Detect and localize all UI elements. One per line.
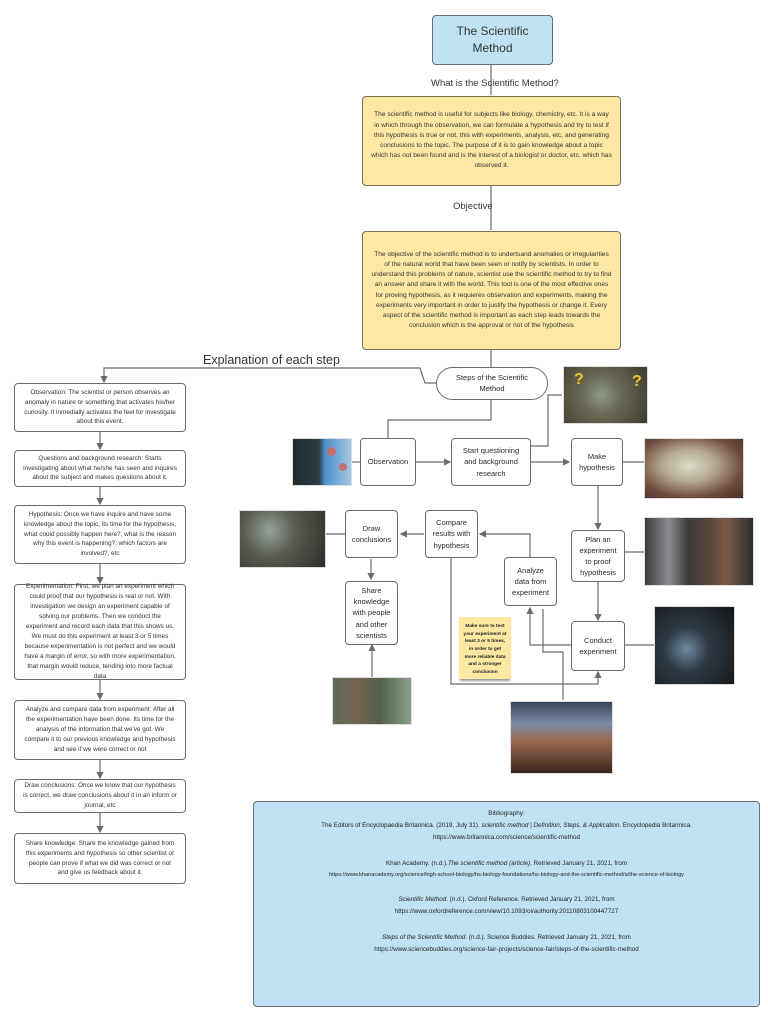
explanation-hypothesis: Hypothesis: Once we have inquire and hav…: [14, 505, 186, 564]
bibliography-entry-4: Steps of the Scientific Method. (n.d.). …: [264, 932, 749, 944]
bibliography-heading: Bibliography:: [488, 810, 525, 817]
share-knowledge-image: [332, 677, 412, 725]
citation-title: scientific method | Definition, Steps, &…: [481, 821, 620, 829]
observation-image: [292, 438, 352, 486]
draw-conclusions-image: [239, 510, 326, 568]
flow-text: Analyze data from experiment: [511, 565, 550, 598]
objective-label: Objective: [453, 201, 493, 212]
citation-title: Steps of the Scientific Method: [382, 934, 466, 942]
citation-text: . (n.d.). Oxford Reference. Retrieved Ja…: [446, 896, 615, 904]
citation-title: The scientific method (article): [447, 859, 531, 867]
explanation-text: Draw conclusions: Once we know that our …: [23, 782, 177, 809]
citation-text: Khan Academy. (n.d.).: [385, 859, 448, 867]
bibliography-url-3[interactable]: https://www.oxfordreference.com/view/10.…: [394, 908, 619, 916]
bibliography-box: Bibliography: The Editors of Encyclopaed…: [253, 801, 760, 1007]
flow-conduct-experiment: Conduct experiment: [571, 621, 625, 671]
questioning-image: ? ?: [563, 366, 648, 424]
citation-text: . Encyclopedia Britannica.: [619, 821, 692, 829]
bibliography-url-1[interactable]: https://www.britannica.com/science/scien…: [433, 833, 580, 841]
flow-text: Compare results with hypothesis: [432, 518, 471, 550]
explanation-label: Explanation of each step: [203, 353, 340, 367]
flow-plan-experiment: Plan an experiment to proof hypothesis: [571, 530, 625, 582]
explanation-experimentation: Experimentation: First, we plan an exper…: [14, 583, 186, 680]
reminder-note: Make sure to test your experiment at lea…: [459, 617, 511, 679]
explanation-text: Hypothesis: Once we have inquire and hav…: [23, 510, 177, 558]
question-mark-icon: ?: [574, 371, 584, 388]
explanation-text: Observation: The scientist or person obs…: [24, 388, 176, 426]
definition-text: The scientific method is useful for subj…: [371, 111, 612, 170]
bibliography-entry-1: The Editors of Encyclopaedia Britannica.…: [264, 820, 749, 832]
flow-text: Start questioning and background researc…: [462, 446, 520, 478]
explanation-questions: Questions and background research: Start…: [14, 450, 186, 487]
citation-title: Scientific Method: [398, 896, 447, 904]
flow-questioning: Start questioning and background researc…: [451, 438, 531, 486]
bibliography-entry-2: Khan Academy. (n.d.).The scientific meth…: [264, 858, 749, 870]
conduct-experiment-image: [654, 606, 735, 685]
explanation-conclusions: Draw conclusions: Once we know that our …: [14, 779, 186, 813]
explanation-observation: Observation: The scientist or person obs…: [14, 383, 186, 432]
flow-text: Draw conclusions: [351, 523, 392, 544]
steps-node: Steps of the Scientific Method: [436, 367, 548, 400]
definition-box: The scientific method is useful for subj…: [362, 96, 621, 186]
citation-text: . (n.d.). Science Buddies. Retrieved Jan…: [465, 934, 631, 942]
flow-text: Observation: [367, 457, 409, 467]
reminder-note-text: Make sure to test your experiment at lea…: [463, 624, 507, 676]
flow-analyze-data: Analyze data from experiment: [504, 557, 557, 606]
flow-hypothesis: Make hypothesis: [571, 438, 623, 486]
bibliography-entry-3: Scientific Method. (n.d.). Oxford Refere…: [264, 894, 749, 906]
diagram-title-text: The Scientific Method: [456, 23, 529, 55]
what-is-label: What is the Scientific Method?: [431, 78, 559, 89]
flow-text: Share knowledge with people and other sc…: [352, 585, 391, 640]
explanation-share: Share knowledge: Share the knowledge gai…: [14, 833, 186, 884]
explanation-text: Share knowledge: Share the knowledge gai…: [25, 839, 175, 877]
flow-text: Plan an experiment to proof hypothesis: [579, 534, 617, 578]
objective-box: The objective of the scientific method i…: [362, 231, 621, 350]
flow-draw-conclusions: Draw conclusions: [345, 510, 398, 558]
flow-compare-results: Compare results with hypothesis: [425, 510, 478, 558]
flow-observation: Observation: [360, 438, 416, 486]
plan-experiment-image: [644, 517, 754, 586]
bibliography-url-4[interactable]: https://www.sciencebuddies.org/science-f…: [374, 946, 639, 954]
hypothesis-image: [644, 438, 744, 499]
question-mark-icon: ?: [632, 373, 642, 390]
citation-text: . Retrieved January 21, 2021, from: [530, 859, 628, 867]
explanation-text: Analyze and compare data from experiment…: [24, 706, 176, 753]
flow-text: Make hypothesis: [579, 451, 615, 472]
explanation-analyze: Analyze and compare data from experiment…: [14, 700, 186, 760]
flow-share-knowledge: Share knowledge with people and other sc…: [345, 581, 398, 645]
diagram-title: The Scientific Method: [432, 15, 553, 65]
explanation-text: Questions and background research: Start…: [23, 454, 177, 482]
bibliography-url-2[interactable]: https://www.khanacademy.org/science/high…: [329, 871, 684, 878]
steps-node-text: Steps of the Scientific Method: [455, 372, 529, 393]
explanation-text: Experimentation: First, we plan an exper…: [24, 583, 176, 680]
flow-text: Conduct experiment: [579, 635, 617, 656]
analyze-data-image: [510, 701, 613, 774]
citation-text: The Editors of Encyclopaedia Britannica.…: [321, 821, 482, 829]
objective-text: The objective of the scientific method i…: [371, 250, 612, 330]
